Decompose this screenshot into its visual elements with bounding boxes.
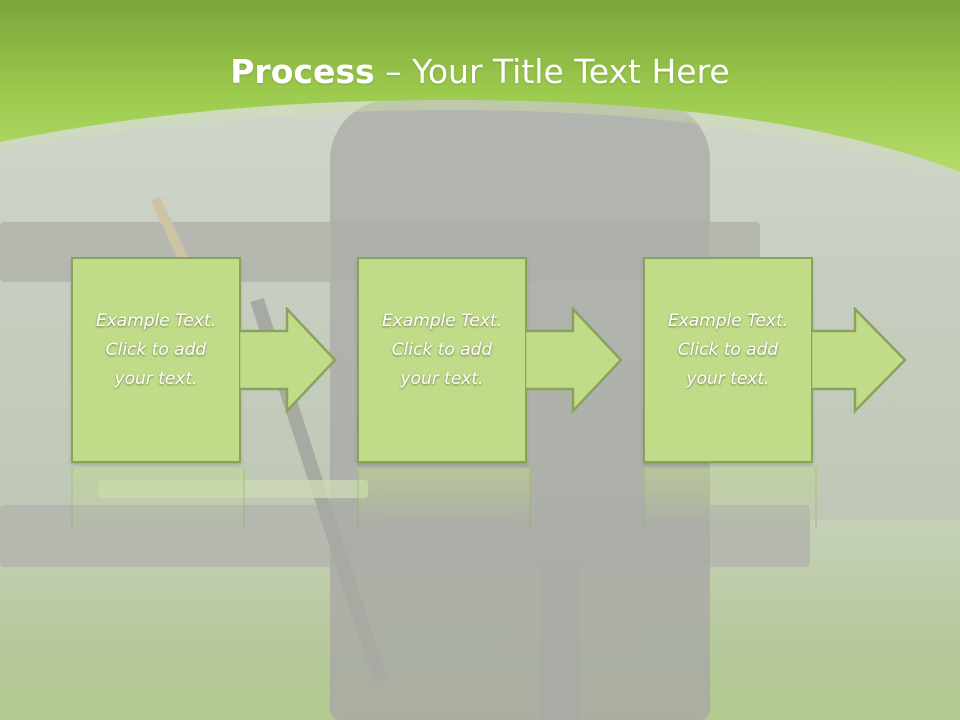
process-step-3[interactable]: Example Text. Click to add your text. [643,257,960,467]
step-text-line-3: your text. [400,369,484,389]
step-text-line-2: Click to add [105,340,207,360]
title-banner: Process – Your Title Text Here [0,0,960,210]
step-box[interactable] [643,257,813,463]
step-text[interactable]: Example Text. Click to add your text. [77,307,235,394]
paper-on-bench [98,480,368,498]
step-text-line-2: Click to add [677,340,779,360]
step-text-line-1: Example Text. [95,311,217,331]
step-text[interactable]: Example Text. Click to add your text. [363,307,521,394]
step-text-line-3: your text. [686,369,770,389]
step-text-line-2: Click to add [391,340,493,360]
step-text-line-3: your text. [114,369,198,389]
right-arrow-icon [811,307,907,415]
process-step-2[interactable]: Example Text. Click to add your text. [357,257,697,467]
process-step-1[interactable]: Example Text. Click to add your text. [71,257,411,467]
banner-curve [0,0,960,190]
step-reflection [71,468,245,528]
step-reflection [357,468,531,528]
step-text-line-1: Example Text. [381,311,503,331]
step-text-line-1: Example Text. [667,311,789,331]
step-text[interactable]: Example Text. Click to add your text. [649,307,807,394]
title-bold: Process [230,52,375,91]
step-reflection [643,468,817,528]
right-arrow-icon [525,307,623,415]
right-arrow-icon [239,307,337,415]
step-box[interactable] [357,257,527,463]
title-rest: – Your Title Text Here [374,52,730,91]
slide-title[interactable]: Process – Your Title Text Here [0,52,960,91]
